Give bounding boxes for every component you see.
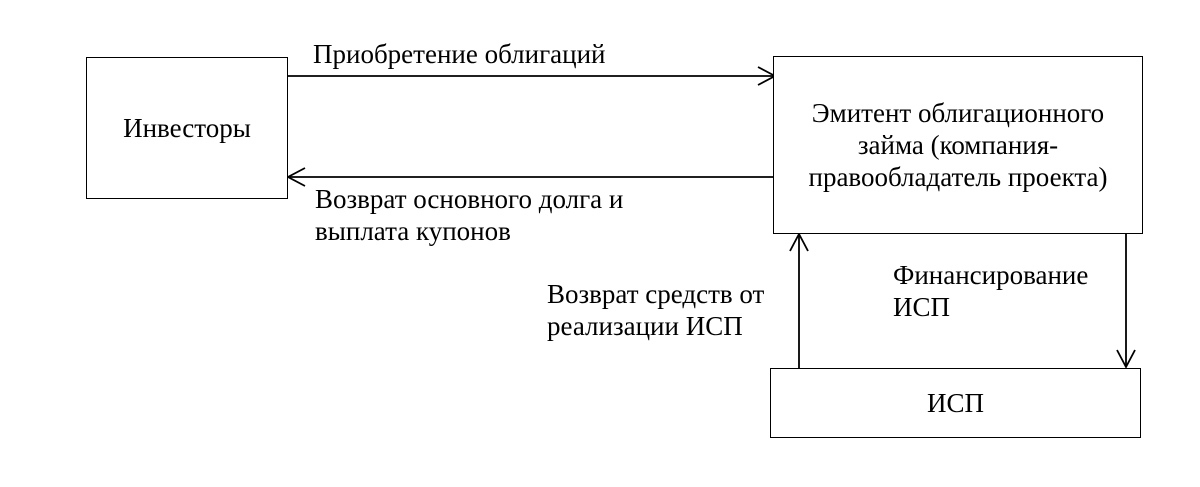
investors-box: Инвесторы — [86, 57, 288, 199]
issuer-box: Эмитент облигационного займа (компания-п… — [773, 56, 1143, 234]
return-funds-label: Возврат средств от реализации ИСП — [547, 279, 765, 341]
investors-label: Инвесторы — [123, 113, 251, 143]
purchase-label: Приобретение облигаций — [313, 39, 606, 69]
financing-label: Финансирование ИСП — [893, 260, 1089, 322]
repayment-label: Возврат основного долга и выплата купоно… — [315, 184, 624, 246]
issuer-label: Эмитент облигационного займа (компания-п… — [808, 98, 1108, 192]
isp-label: ИСП — [926, 388, 984, 418]
repayment-arrow — [286, 167, 775, 187]
isp-box: ИСП — [770, 368, 1141, 438]
financing-arrow — [1116, 234, 1136, 369]
return-funds-arrow — [789, 232, 809, 369]
